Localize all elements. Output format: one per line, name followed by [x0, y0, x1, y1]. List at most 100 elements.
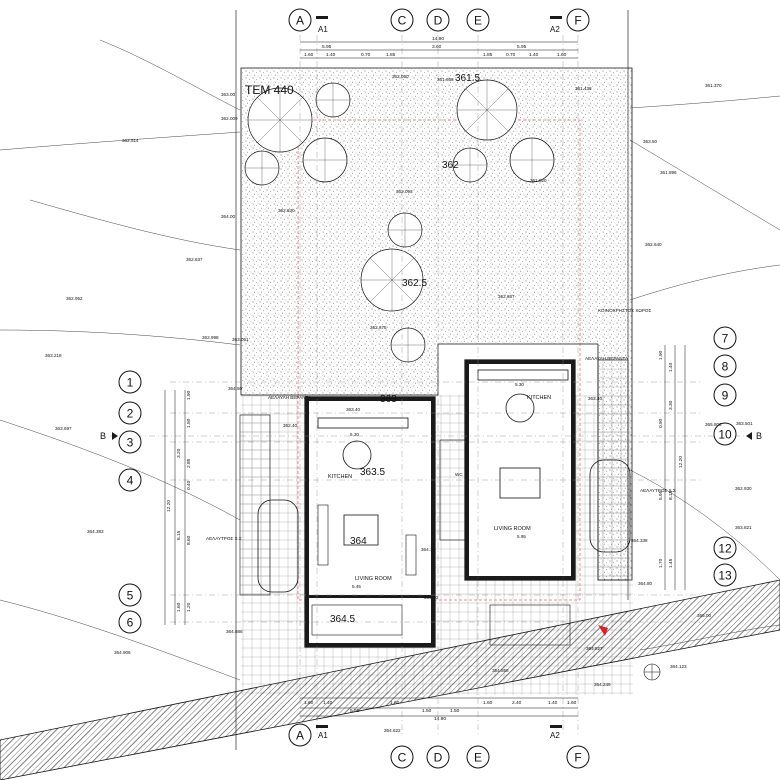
grid-label: 7	[722, 332, 729, 346]
spot-elevation: 361.370	[705, 83, 722, 88]
dimension-label: 1.50	[186, 418, 192, 428]
grid-bubble-left-3: 3	[118, 430, 142, 454]
grid-label: A2	[550, 25, 560, 34]
grid-bubble-left-2: 2	[118, 401, 142, 425]
spot-elevation: 362.675	[370, 325, 387, 330]
grid-bubble-right-10: 10	[713, 422, 737, 446]
dimension-label: 1.40	[548, 700, 558, 706]
grid-bubble-left-6: 6	[118, 610, 142, 634]
dimension-label: 5.95	[322, 44, 332, 50]
dimension-label: 1.60	[390, 700, 400, 706]
grid-label: D	[434, 751, 443, 765]
grid-bubble-top-c: C	[390, 8, 414, 32]
dimension-label: 5.95	[350, 708, 360, 714]
spot-elevation: 364.249	[594, 682, 611, 687]
dimension-label: 1.40	[529, 52, 539, 58]
grid-bubble-right-9: 9	[713, 383, 737, 407]
site-title: TEM 440	[245, 83, 294, 97]
spot-elevation: 361.896	[660, 170, 677, 175]
spot-elevation: 364.827	[586, 646, 603, 651]
dimension-label: 0.70	[506, 52, 516, 58]
spot-elevation: 364.10	[421, 547, 435, 552]
grid-label: A1	[318, 731, 328, 740]
section-mark-left: B	[100, 431, 118, 441]
dimension-labels-left: 1.90 1.50 3.20 2.85 6.15 0.40 1.60 1.20 …	[166, 390, 192, 612]
dimension-label: 1.20	[186, 602, 192, 612]
dimension-label: 1.60	[176, 602, 182, 612]
dimension-label: 0.90	[658, 418, 664, 428]
dimension-label: 5.95	[517, 44, 527, 50]
spot-elevation: 361.820	[530, 178, 547, 183]
spot-elevation: 362.009	[221, 116, 238, 121]
spot-elevation: 362.514	[122, 138, 139, 143]
spot-elevation: 364.123	[670, 664, 687, 669]
grid-label: A1	[318, 25, 328, 34]
contour-level: 362.5	[402, 278, 427, 289]
spot-elevation: 364.50	[228, 386, 242, 391]
dim-kitchen-left: 5.30	[350, 432, 359, 437]
spot-elevation: 364.60	[424, 595, 438, 600]
grid-label: 13	[718, 569, 732, 583]
garden-label: ΚΟΙΝΟΧΡΗΣΤΟΣ ΧΩΡΟΣ	[598, 308, 651, 313]
dimension-label: 1.85	[386, 52, 396, 58]
red-pointer-icon	[598, 625, 608, 636]
spot-elevation: 362.40	[283, 423, 297, 428]
grid-label: E	[474, 751, 482, 765]
spot-elevation: 364.338	[631, 538, 648, 543]
room-wc: WC	[455, 472, 463, 477]
grid-label: 2	[127, 407, 134, 421]
dimension-labels-bottom: 1.60 1.40 5.95 1.60 1.50 1.50 1.60 2.40 …	[304, 700, 577, 722]
dimension-label: 1.45	[668, 558, 674, 568]
dimension-label: 3.60	[432, 44, 442, 50]
spot-elevation: 362.657	[498, 294, 515, 299]
contour-level: 363	[380, 394, 397, 405]
grid-lines-horizontal	[110, 381, 745, 623]
spot-elevation: 364.00	[221, 214, 235, 219]
dimension-label: 1.50	[450, 708, 460, 714]
spot-elevation: 362.998	[202, 335, 219, 340]
dimension-label: 1.60	[304, 52, 314, 58]
dimension-label: 1.60	[567, 700, 577, 706]
grid-bubble-left-1: 1	[118, 370, 142, 394]
grid-label: C	[398, 751, 407, 765]
spot-elevation: 363.50	[643, 139, 657, 144]
dimension-label: 2.85	[186, 458, 192, 468]
grid-bubble-top-f: F	[566, 8, 590, 32]
grid-bubble-right-12: 12	[713, 536, 737, 560]
spot-elevation: 365.803	[705, 422, 722, 427]
spot-elevation: 363.218	[45, 353, 62, 358]
grid-label: F	[574, 751, 581, 765]
grid-label: 5	[127, 589, 134, 603]
grid-bubble-right-8: 8	[713, 354, 737, 378]
grid-bubble-bottom-a: A	[288, 723, 312, 747]
dimension-labels-right: 1.90 1.40 3.30 0.90 5.95 8.15 1.70 1.45 …	[658, 350, 684, 568]
grid-bubble-left-4: 4	[118, 468, 142, 492]
spot-elevation: 361.438	[575, 86, 592, 91]
spot-elevation: 363.821	[735, 525, 752, 530]
grid-tag-bottom-a2: A2	[550, 725, 562, 740]
dimension-total: 14.90	[432, 36, 444, 42]
dimension-label: 1.70	[658, 558, 664, 568]
grid-label: C	[398, 14, 407, 28]
spot-elevation: 363.501	[736, 421, 753, 426]
spot-elevation: 364.622	[384, 728, 401, 733]
spot-elevation: 363.00	[221, 92, 235, 97]
dimension-label: 0.70	[361, 52, 371, 58]
room-kitchen-right: KITCHEN	[527, 395, 551, 401]
grid-label: 3	[127, 436, 134, 450]
grid-bubble-top-e: E	[466, 8, 490, 32]
grid-label: F	[574, 14, 581, 28]
dim-kitchen-right: 5.30	[515, 382, 524, 387]
spot-elevation: 362.050	[392, 74, 409, 79]
dimension-label: 8.15	[668, 490, 674, 500]
grid-bubble-right-7: 7	[713, 326, 737, 350]
grid-tag-bottom-a1: A1	[316, 725, 328, 740]
house-right	[439, 359, 631, 646]
retaining-wall-strip	[0, 579, 780, 780]
north-arrow-icon	[643, 663, 661, 681]
spot-elevation: 363.697	[55, 426, 72, 431]
contour-level: 364	[350, 536, 367, 547]
dimension-total: 14.90	[434, 716, 446, 722]
dimension-label: 1.40	[668, 362, 674, 372]
